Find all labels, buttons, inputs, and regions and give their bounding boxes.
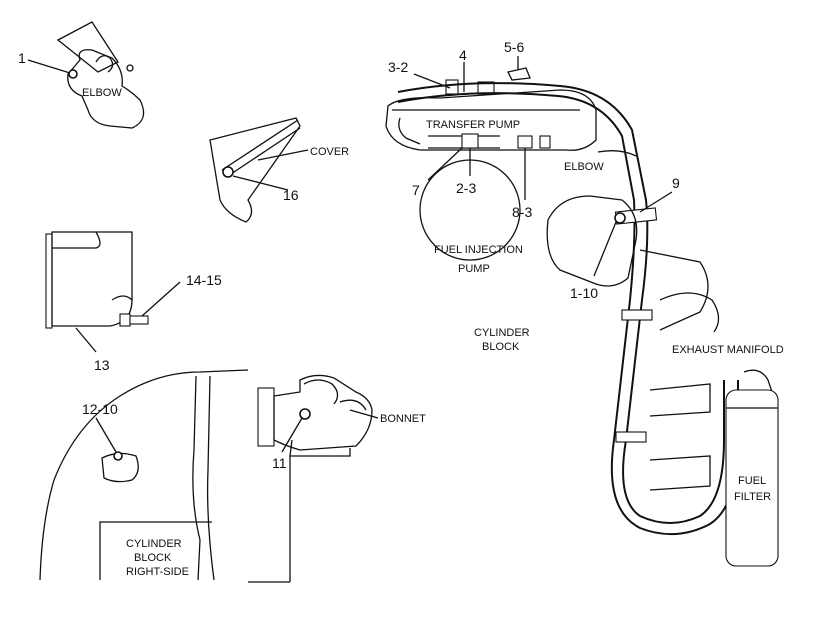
callout-12-10: 12-10: [82, 401, 118, 417]
transfer-pump-label: TRANSFER PUMP: [426, 119, 520, 131]
tank-housing: 14-15 13: [45, 231, 222, 373]
callout-1-10: 1-10: [570, 285, 598, 301]
bonnet-fitting: [299, 408, 311, 420]
cyl-rs-label-1: CYLINDER: [126, 538, 182, 550]
cover-assembly: COVER 16: [209, 117, 349, 223]
callout-1: 1: [18, 50, 26, 66]
clamp-fitting: [614, 212, 626, 224]
cover-bolt: [222, 166, 234, 178]
cylinder-block-right-side: 12-10 CYLINDER BLOCK RIGHT-SIDE: [39, 369, 249, 581]
callout-7: 7: [412, 182, 420, 198]
elbow-top-assembly: ELBOW 1: [18, 21, 145, 129]
callout-9: 9: [672, 175, 680, 191]
injection-pump-assembly: TRANSFER PUMP FUEL INJECTION PUMP 3-2 4 …: [385, 39, 597, 275]
elbow-fitting-1: [68, 69, 78, 79]
callout-11: 11: [272, 455, 287, 471]
elbow-top-label: ELBOW: [82, 87, 122, 99]
callout-5-6: 5-6: [504, 39, 524, 55]
elbow-right-label: ELBOW: [564, 161, 604, 173]
pump-label: PUMP: [458, 263, 490, 275]
fuel-label: FUEL: [738, 475, 766, 487]
bonnet-assembly: BONNET 11: [248, 374, 426, 583]
cyl-rs-label-3: RIGHT-SIDE: [126, 566, 189, 578]
exhaust-manifold-label: EXHAUST MANIFOLD: [672, 344, 784, 356]
callout-2-3: 2-3: [456, 180, 476, 196]
filter-label: FILTER: [734, 491, 771, 503]
callout-8-3: 8-3: [512, 204, 532, 220]
cylinder-block-label-2: BLOCK: [482, 341, 520, 353]
callout-16: 16: [283, 187, 299, 203]
cyl-rs-label-2: BLOCK: [134, 552, 172, 564]
cover-label: COVER: [310, 146, 349, 158]
callout-13: 13: [94, 357, 110, 373]
callout-3-2: 3-2: [388, 59, 408, 75]
callout-4: 4: [459, 47, 467, 63]
fuel-line-assembly: ELBOW 9 1-10 EXHAUST MANIFOLD FUEL FILTE…: [397, 82, 784, 567]
callout-14-15: 14-15: [186, 272, 222, 288]
bonnet-label: BONNET: [380, 413, 426, 425]
fitting-12-10: [113, 451, 123, 461]
cylinder-block-label-1: CYLINDER: [474, 327, 530, 339]
fuel-injection-label: FUEL INJECTION: [434, 244, 523, 256]
